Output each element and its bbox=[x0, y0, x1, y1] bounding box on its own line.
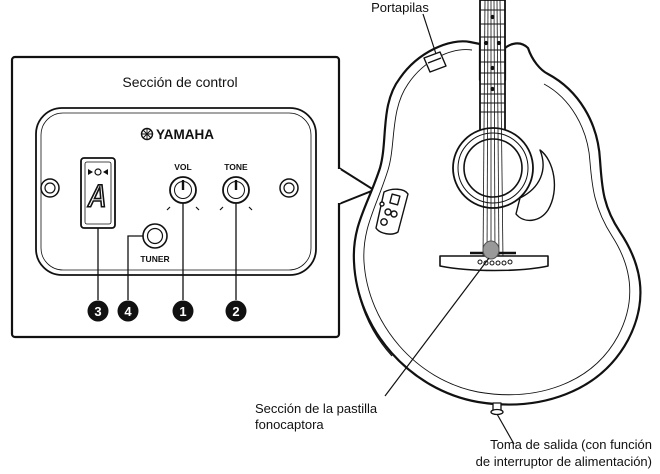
svg-text:4: 4 bbox=[124, 304, 132, 319]
tone-knob[interactable] bbox=[222, 176, 250, 204]
svg-text:3: 3 bbox=[94, 304, 101, 319]
battery-holder-icon bbox=[423, 51, 447, 73]
screw-right-icon bbox=[279, 178, 299, 198]
control-section-callout: Sección de control YAMAHA A bbox=[10, 55, 377, 339]
callout-leader-lines bbox=[97, 203, 237, 300]
flat-indicator-icon bbox=[88, 169, 93, 175]
pickup-location-marker bbox=[482, 240, 500, 260]
guitar-leaders bbox=[384, 13, 515, 445]
tuner-label: TUNER bbox=[140, 254, 169, 264]
guitar-illustration bbox=[352, 0, 642, 416]
tone-label: TONE bbox=[224, 162, 248, 172]
callout-4: 4 bbox=[117, 300, 139, 322]
control-section-title: Sección de control bbox=[122, 74, 237, 90]
label-battery-holder: Portapilas bbox=[371, 0, 429, 15]
label-output-jack-line1: Toma de salida (con función bbox=[490, 437, 652, 452]
svg-text:2: 2 bbox=[232, 304, 239, 319]
screw-left-icon bbox=[40, 178, 60, 198]
in-tune-indicator-icon bbox=[94, 168, 102, 176]
svg-text:1: 1 bbox=[179, 304, 186, 319]
guitar-body bbox=[352, 40, 642, 406]
vol-knob[interactable] bbox=[169, 176, 197, 204]
brand-name: YAMAHA bbox=[156, 127, 214, 142]
side-control-panel bbox=[375, 188, 409, 235]
label-pickup-line2: fonocaptora bbox=[255, 417, 324, 432]
sound-hole bbox=[463, 138, 523, 198]
display-note: A bbox=[87, 180, 107, 215]
tuner-button[interactable] bbox=[142, 223, 168, 249]
yamaha-logo: YAMAHA bbox=[140, 127, 214, 142]
callout-3: 3 bbox=[87, 300, 109, 322]
label-output-jack-line2: de interruptor de alimentación) bbox=[476, 454, 652, 469]
label-pickup-line1: Sección de la pastilla bbox=[255, 401, 378, 416]
callout-2: 2 bbox=[225, 300, 247, 322]
callout-1: 1 bbox=[172, 300, 194, 322]
sharp-indicator-icon bbox=[103, 169, 108, 175]
output-jack-icon bbox=[490, 402, 504, 416]
vol-label: VOL bbox=[174, 162, 191, 172]
tuner-display: A bbox=[80, 157, 116, 229]
